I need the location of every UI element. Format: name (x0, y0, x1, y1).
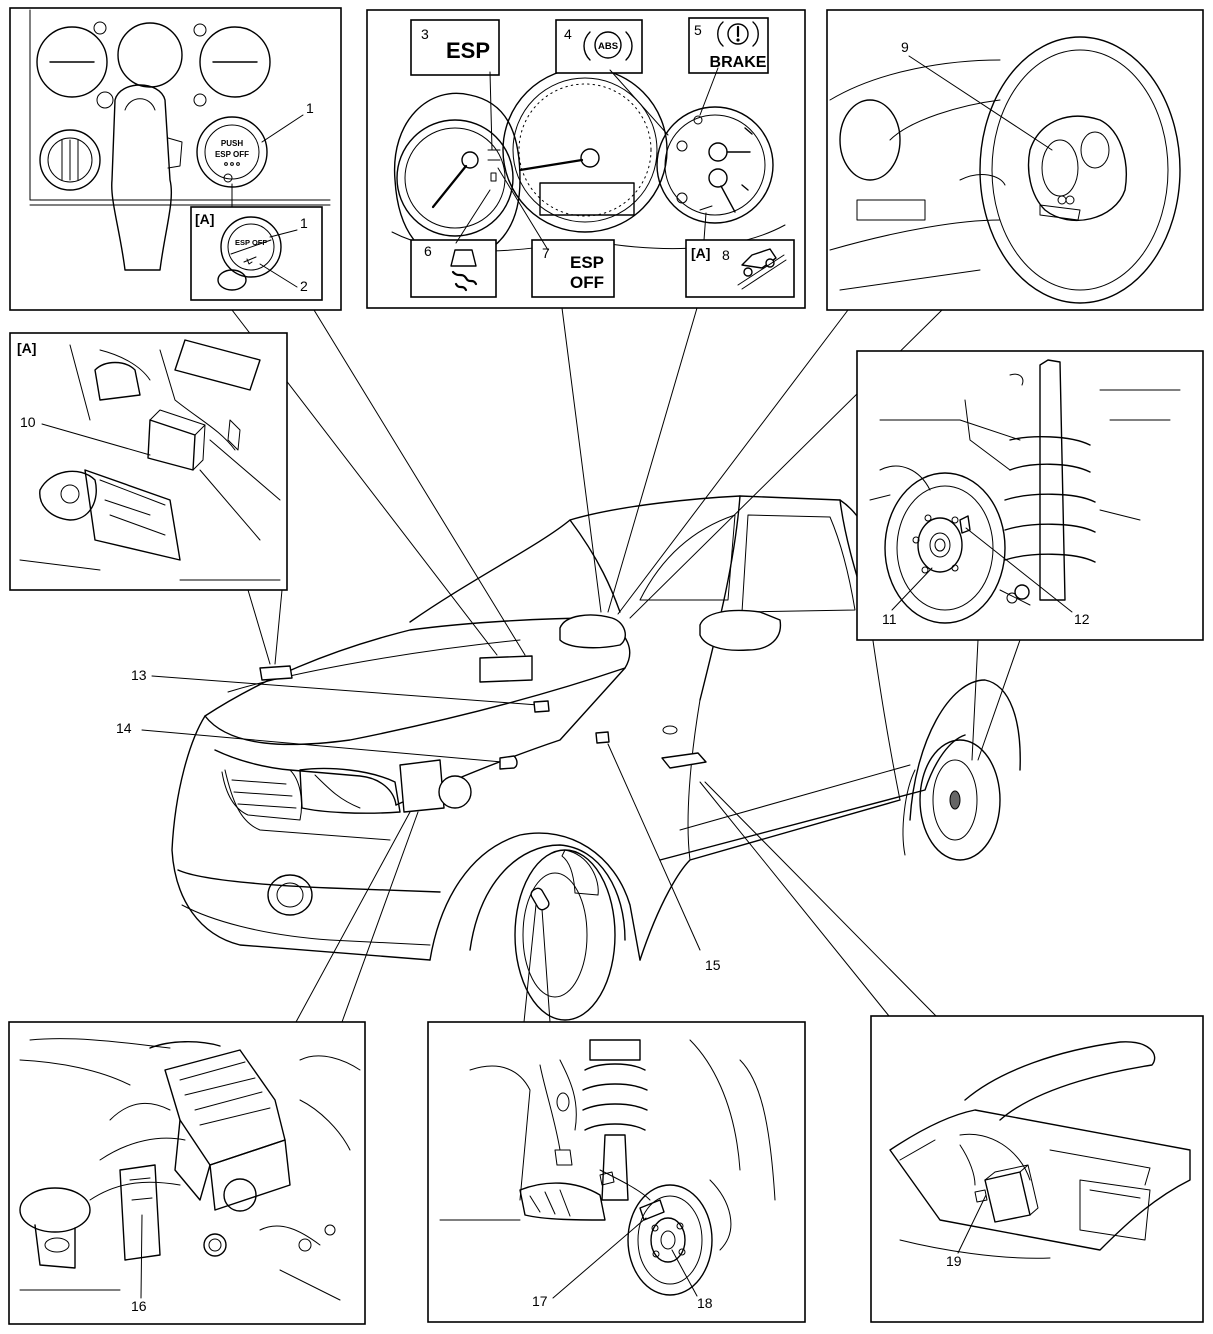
abs-indicator-box: 4 ABS (555, 19, 669, 136)
callout-13: 13 (131, 667, 147, 683)
esp-switch-dots (224, 162, 240, 166)
brake-indicator-box: 5 BRAKE (688, 17, 769, 116)
esp-switch-detail-label: ESP OFF (235, 238, 267, 247)
callout-1-detail: 1 (300, 215, 308, 231)
esp-switch-detail-box (190, 206, 323, 301)
callout-19: 19 (946, 1253, 962, 1269)
callout-14: 14 (116, 720, 132, 736)
steering-wheel-drawing (829, 36, 1181, 304)
meter-panel: 3 ESP 4 ABS 5 BRAKE 6 (366, 9, 806, 309)
esp-switch-esp-off-label: ESP OFF (215, 150, 249, 159)
hydraulic-unit-drawing (19, 1038, 361, 1301)
relay-panel: [A] 10 (9, 269, 288, 591)
abs-indicator-symbol: ABS (598, 41, 618, 52)
callout-10: 10 (20, 414, 36, 430)
hill-descent-icon (741, 248, 777, 269)
esp-switch-panel: 1 PUSH ESP OFF [A] ESP OFF 1 2 (9, 7, 342, 311)
callout-18: 18 (697, 1295, 713, 1311)
engine-bay-panel: 16 (8, 1021, 366, 1325)
callout-2-detail: 2 (300, 278, 308, 294)
esp-switch-push-label: PUSH (221, 139, 243, 148)
callout-7: 7 (542, 245, 550, 261)
callout-8: 8 (722, 247, 730, 263)
callout-4: 4 (564, 26, 572, 42)
floor-unit-panel: 19 (870, 1015, 1204, 1323)
esp-indicator-box: 3 ESP (410, 19, 500, 151)
callout-9: 9 (901, 39, 909, 55)
center-console-drawing (29, 9, 331, 271)
callout-12: 12 (1074, 611, 1090, 627)
callout-1-switch: 1 (306, 100, 314, 116)
floor-unit-drawing (889, 1041, 1191, 1259)
rear-brake-panel: 11 12 (856, 350, 1204, 641)
esp-off-symbol-line1: ESP (570, 253, 604, 272)
esp-switch-view-tag: [A] (195, 211, 214, 227)
esp-off-indicator-box: 7 ESP OFF (497, 167, 615, 298)
relay-box-drawing (19, 269, 281, 581)
callout-15: 15 (705, 957, 721, 973)
brake-indicator-symbol: BRAKE (710, 54, 767, 71)
callout-6: 6 (424, 243, 432, 259)
callout-5: 5 (694, 22, 702, 38)
callout-16: 16 (131, 1298, 147, 1314)
esp-indicator-symbol: ESP (446, 38, 490, 63)
slip-indicator-icon (450, 249, 477, 267)
rear-brake-drawing (869, 359, 1181, 624)
slip-icon-small (243, 256, 257, 265)
callout-3: 3 (421, 26, 429, 42)
front-brake-panel: 17 18 (427, 1021, 806, 1323)
slip-indicator-box: 6 (410, 189, 497, 298)
callout-17: 17 (532, 1293, 548, 1309)
hill-indicator-box: [A] 8 (685, 212, 795, 298)
callout-11: 11 (882, 611, 897, 627)
meter-view-tag: [A] (691, 245, 710, 261)
steering-panel: 9 (826, 9, 1204, 311)
front-strut-drawing (439, 1039, 776, 1296)
relay-view-tag: [A] (17, 340, 36, 356)
esp-off-symbol-line2: OFF (570, 273, 604, 292)
